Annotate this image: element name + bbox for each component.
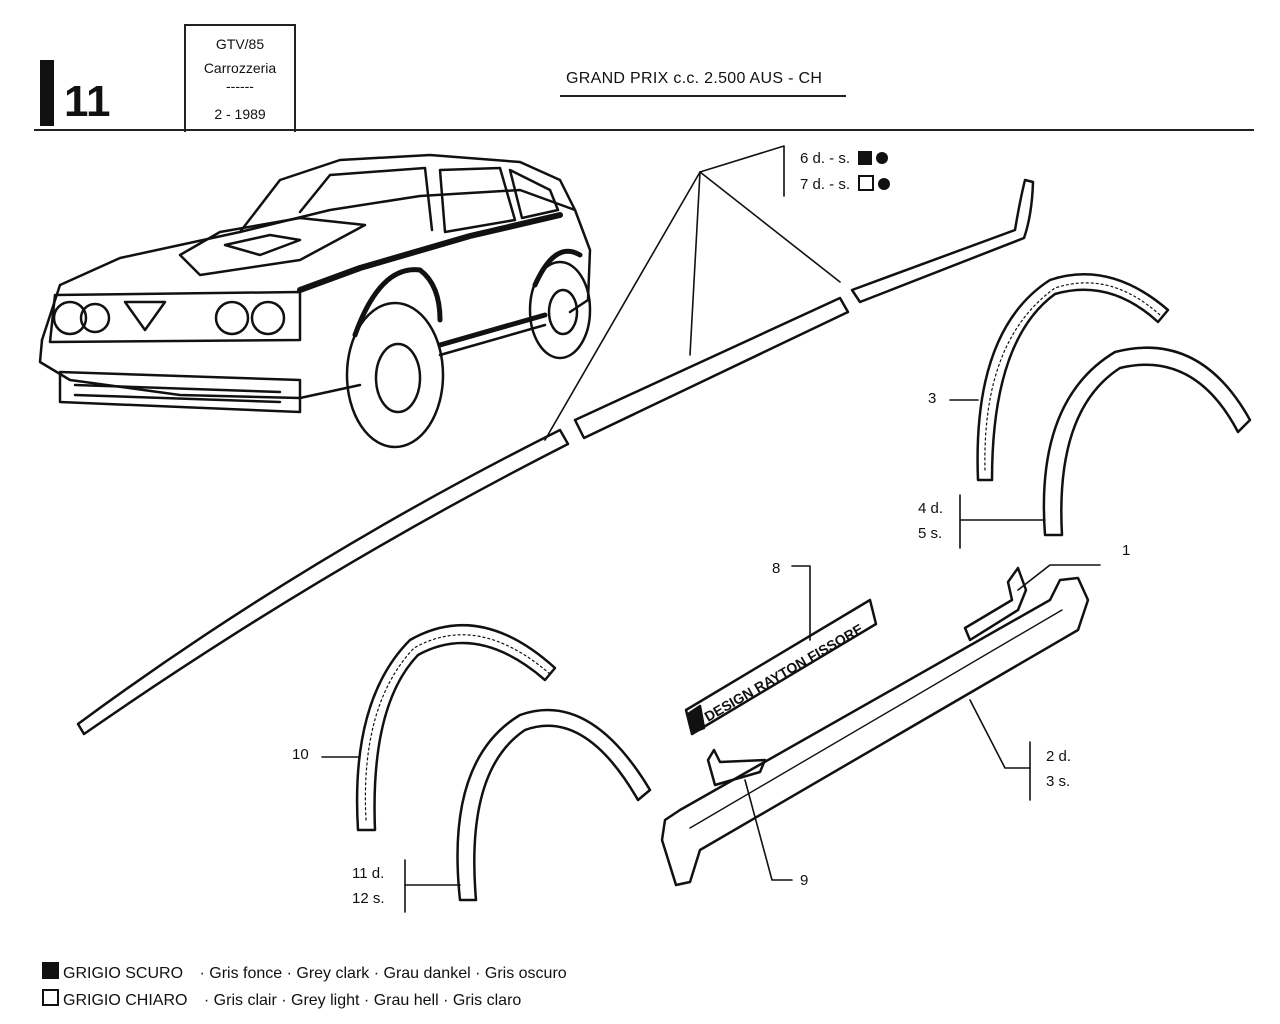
wheel-arch-front-moulding — [456, 708, 652, 902]
light-grey-swatch-icon — [42, 989, 59, 1006]
callout-9: 9 — [800, 872, 809, 889]
callout-3: 3 — [928, 390, 937, 407]
car-illustration — [38, 153, 592, 449]
callout-10: 10 — [292, 746, 309, 763]
page-title: GRAND PRIX c.c. 2.500 AUS - CH — [566, 70, 823, 87]
callout-5: 5 s. — [918, 525, 943, 542]
wheel-arch-front-trim — [355, 623, 557, 832]
legend-dark-grey: GRIGIO SCURO · Gris fonce · Grey clark ·… — [42, 962, 567, 983]
light-swatch-icon — [858, 175, 875, 191]
wheel-arch-rear-moulding — [1042, 346, 1252, 537]
callout-12: 12 s. — [352, 890, 385, 907]
separator-text: ------ — [226, 78, 254, 94]
wheel-arch-rear-trim — [976, 273, 1170, 482]
model-info-box: GTV/85 Carrozzeria ------ 2 - 1989 — [184, 24, 296, 132]
callout-1: 1 — [1122, 542, 1131, 559]
section-number: 11 — [64, 77, 111, 126]
callout-4: 4 d. — [918, 500, 944, 517]
callout-3-sill: 3 s. — [1046, 773, 1071, 790]
callout-11: 11 d. — [352, 865, 385, 882]
callout-7: 7 d. - s. — [800, 175, 891, 193]
dot-icon — [878, 178, 891, 190]
design-badge-plate — [684, 598, 878, 736]
dark-grey-swatch-icon — [42, 962, 59, 979]
category-label: Carrozzeria — [203, 60, 277, 76]
header-divider — [34, 129, 1254, 131]
sill-moulding — [660, 576, 1090, 887]
legend-light-grey: GRIGIO CHIARO · Gris clair · Grey light … — [42, 989, 521, 1010]
trim-end-piece-rear — [706, 748, 767, 787]
callout-8: 8 — [772, 560, 781, 577]
issue-date: 2 - 1989 — [214, 106, 266, 122]
side-moulding-strip — [76, 178, 1035, 736]
callout-6: 6 d. - s. — [800, 150, 889, 167]
trim-end-piece-front — [963, 566, 1028, 642]
title-underline — [560, 95, 846, 97]
dot-icon — [876, 152, 889, 164]
section-letter-bar — [40, 60, 54, 126]
model-code: GTV/85 — [215, 36, 265, 52]
badge-text: DESIGN RAYTON FISSORE — [702, 620, 866, 724]
dark-swatch-icon — [858, 151, 873, 165]
callout-2: 2 d. — [1046, 748, 1072, 765]
